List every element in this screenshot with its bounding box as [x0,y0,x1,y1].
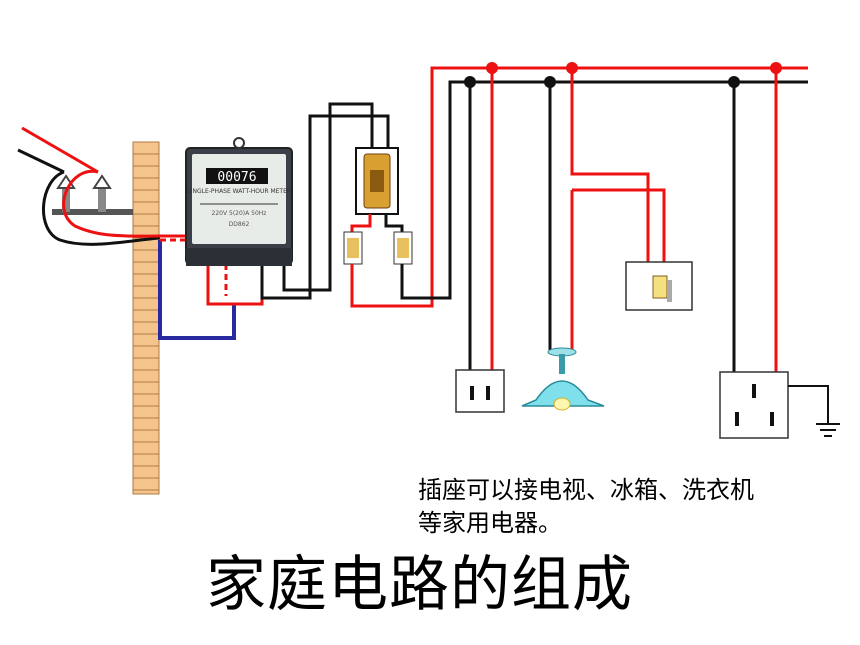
meter-wiring [160,102,390,306]
bus-feed-wires [350,66,808,308]
ceiling-lamp-icon [521,347,605,411]
meter-brand: DD862 [229,221,250,228]
meter-spec: 220V 5(20)A 50Hz [212,210,267,217]
fuse-right [393,231,413,265]
caption-line-1: 插座可以接电视、冰箱、洗衣机 [418,476,754,504]
three-hole-socket [719,371,789,439]
page-title: 家庭电路的组成 [206,550,633,620]
fuse-left [343,231,363,265]
junction-dots [464,62,782,88]
brick-wall [132,141,160,495]
watt-hour-meter: 00076 SINGLE-PHASE WATT-HOUR METER 220V … [185,137,293,266]
ground-wire [158,240,236,340]
meter-reading: 00076 [217,170,256,185]
meter-label: SINGLE-PHASE WATT-HOUR METER [187,188,291,195]
main-switch [355,147,399,215]
caption-line-2: 等家用电器。 [418,509,562,537]
light-switch [625,261,693,311]
insulator-icon [92,174,112,189]
ground-symbol-icon [788,385,840,437]
branch-wires [468,68,778,372]
incoming-service-lines [17,126,161,246]
caption-text: 插座可以接电视、冰箱、洗衣机 等家用电器。 [418,474,838,540]
two-hole-socket [455,369,505,413]
